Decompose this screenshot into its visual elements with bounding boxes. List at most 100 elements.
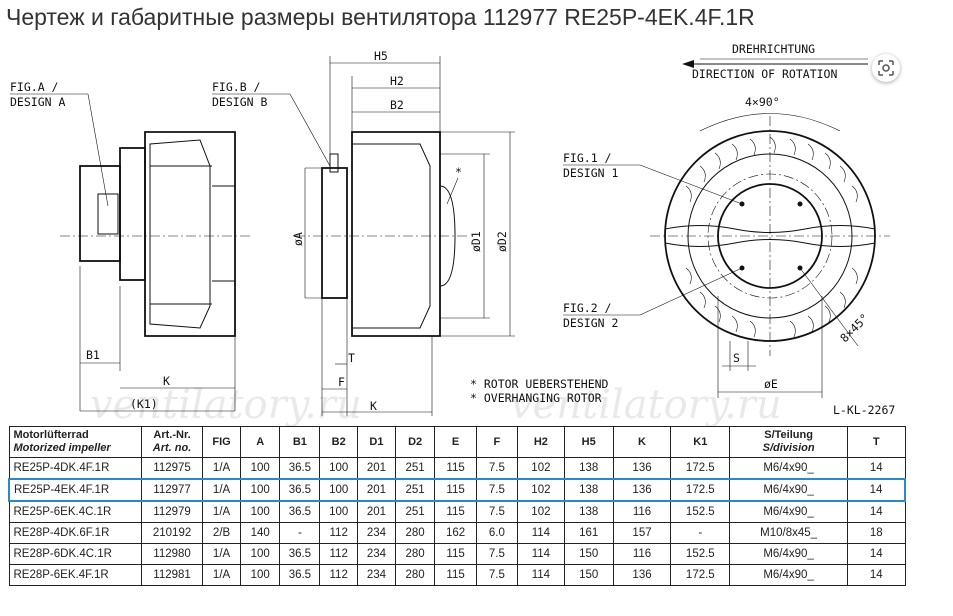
table-cell: 115	[434, 457, 477, 480]
table-cell: 36.5	[279, 478, 321, 502]
lens-icon	[878, 60, 894, 76]
table-cell: 112977	[140, 478, 204, 502]
table-cell: 7.5	[475, 457, 518, 480]
table-cell: 102	[516, 500, 565, 523]
table-cell: 102	[516, 478, 565, 502]
design-2-label: DESIGN 2	[563, 316, 618, 330]
table-cell: 112980	[140, 543, 204, 565]
table-cell: 280	[394, 522, 436, 544]
dim-b2: B2	[390, 98, 404, 112]
col-k: K	[612, 426, 672, 458]
dim-b1: B1	[86, 348, 100, 362]
dim-e: øE	[764, 377, 778, 391]
table-cell: 102	[516, 457, 565, 480]
table-cell: -	[279, 522, 321, 544]
col-h5: H5	[563, 426, 614, 458]
table-cell: 162	[434, 522, 477, 544]
col-b2: B2	[319, 426, 359, 458]
dim-h5: H5	[374, 49, 388, 63]
table-cell: 234	[357, 543, 396, 565]
col-t: T	[847, 426, 906, 458]
table-cell: 234	[357, 564, 396, 586]
table-cell: 112975	[140, 457, 204, 480]
table-cell: 112	[319, 543, 359, 565]
table-cell: 201	[357, 478, 396, 502]
drehrichtung-label: DREHRICHTUNG	[732, 42, 815, 56]
dim-k-left: K	[163, 374, 170, 388]
table-cell: 7.5	[475, 543, 518, 565]
table-cell: 150	[563, 543, 614, 565]
table-cell: 112979	[140, 500, 204, 523]
dim-k1: (K1)	[130, 397, 158, 411]
table-cell: 114	[516, 543, 565, 565]
table-cell: 172.5	[670, 478, 731, 502]
table-cell: 152.5	[670, 500, 731, 523]
table-cell: 100	[239, 564, 281, 586]
dim-h2: H2	[390, 74, 404, 88]
table-cell: 100	[239, 457, 281, 480]
angle-4x90: 4×90°	[745, 95, 780, 109]
technical-drawing: ventilatory.ru ventilatory.ru FIG.A / DE…	[10, 42, 895, 426]
table-cell: 172.5	[670, 564, 731, 586]
star-mark: *	[455, 165, 462, 179]
table-cell: 251	[394, 500, 436, 523]
table-cell: 1/A	[202, 500, 241, 523]
cell-impeller-name: RE25P-4DK.4F.1R	[8, 457, 142, 480]
table-cell: 115	[434, 500, 477, 523]
table-cell: 152.5	[670, 543, 731, 565]
col-d2: D2	[394, 426, 436, 458]
note-rotor-en: * OVERHANGING ROTOR	[470, 391, 602, 405]
design-a-label: DESIGN A	[10, 95, 65, 109]
table-cell: M6/4x90_	[729, 478, 849, 502]
table-cell: 14	[847, 500, 906, 523]
table-cell: 201	[357, 500, 396, 523]
image-search-button[interactable]	[872, 54, 900, 82]
watermark-left: ventilatory.ru	[90, 382, 362, 426]
cell-impeller-name: RE25P-4EK.4F.1R	[7, 478, 142, 502]
table-cell: 14	[847, 564, 906, 586]
table-cell: 36.5	[279, 543, 321, 565]
col-d1: D1	[357, 426, 396, 458]
cell-impeller-name: RE28P-6DK.4C.1R	[8, 543, 142, 565]
table-cell: 14	[847, 543, 906, 565]
dim-s: S	[733, 351, 740, 365]
cell-impeller-name: RE28P-6EK.4F.1R	[8, 564, 142, 586]
table-cell: 251	[394, 457, 436, 480]
fig-2-label: FIG.2 /	[563, 301, 612, 315]
direction-label: DIRECTION OF ROTATION	[692, 67, 837, 81]
table-cell: 36.5	[279, 564, 321, 586]
table-cell: M6/4x90_	[729, 457, 849, 480]
table-cell: 280	[394, 564, 436, 586]
table-cell: 14	[847, 478, 907, 502]
table-cell: 112	[319, 522, 359, 544]
cell-impeller-name: RE25P-6EK.4C.1R	[8, 500, 142, 523]
dim-a: øA	[291, 232, 305, 246]
table-cell: 136	[612, 457, 672, 480]
table-cell: 2/B	[202, 522, 241, 544]
table-cell: 1/A	[202, 478, 241, 502]
table-cell: 1/A	[202, 543, 241, 565]
dim-f: F	[338, 375, 345, 389]
dim-d1: øD1	[469, 231, 483, 252]
table-cell: 138	[563, 457, 614, 480]
table-cell: 115	[434, 564, 477, 586]
table-cell: 100	[319, 500, 359, 523]
page-title: Чертеж и габаритные размеры вентилятора …	[6, 4, 755, 30]
design-b-label: DESIGN B	[212, 95, 267, 109]
table-cell: 112	[319, 564, 359, 586]
table-cell: 115	[434, 478, 477, 502]
table-cell: 157	[612, 522, 672, 544]
col-h2: H2	[516, 426, 565, 458]
table-cell: 210192	[140, 522, 204, 544]
table-cell: 115	[434, 543, 477, 565]
table-cell: 114	[516, 564, 565, 586]
fig-b-label: FIG.B /	[212, 80, 261, 94]
front-view: DREHRICHTUNG DIRECTION OF ROTATION 4×90°	[563, 42, 895, 417]
